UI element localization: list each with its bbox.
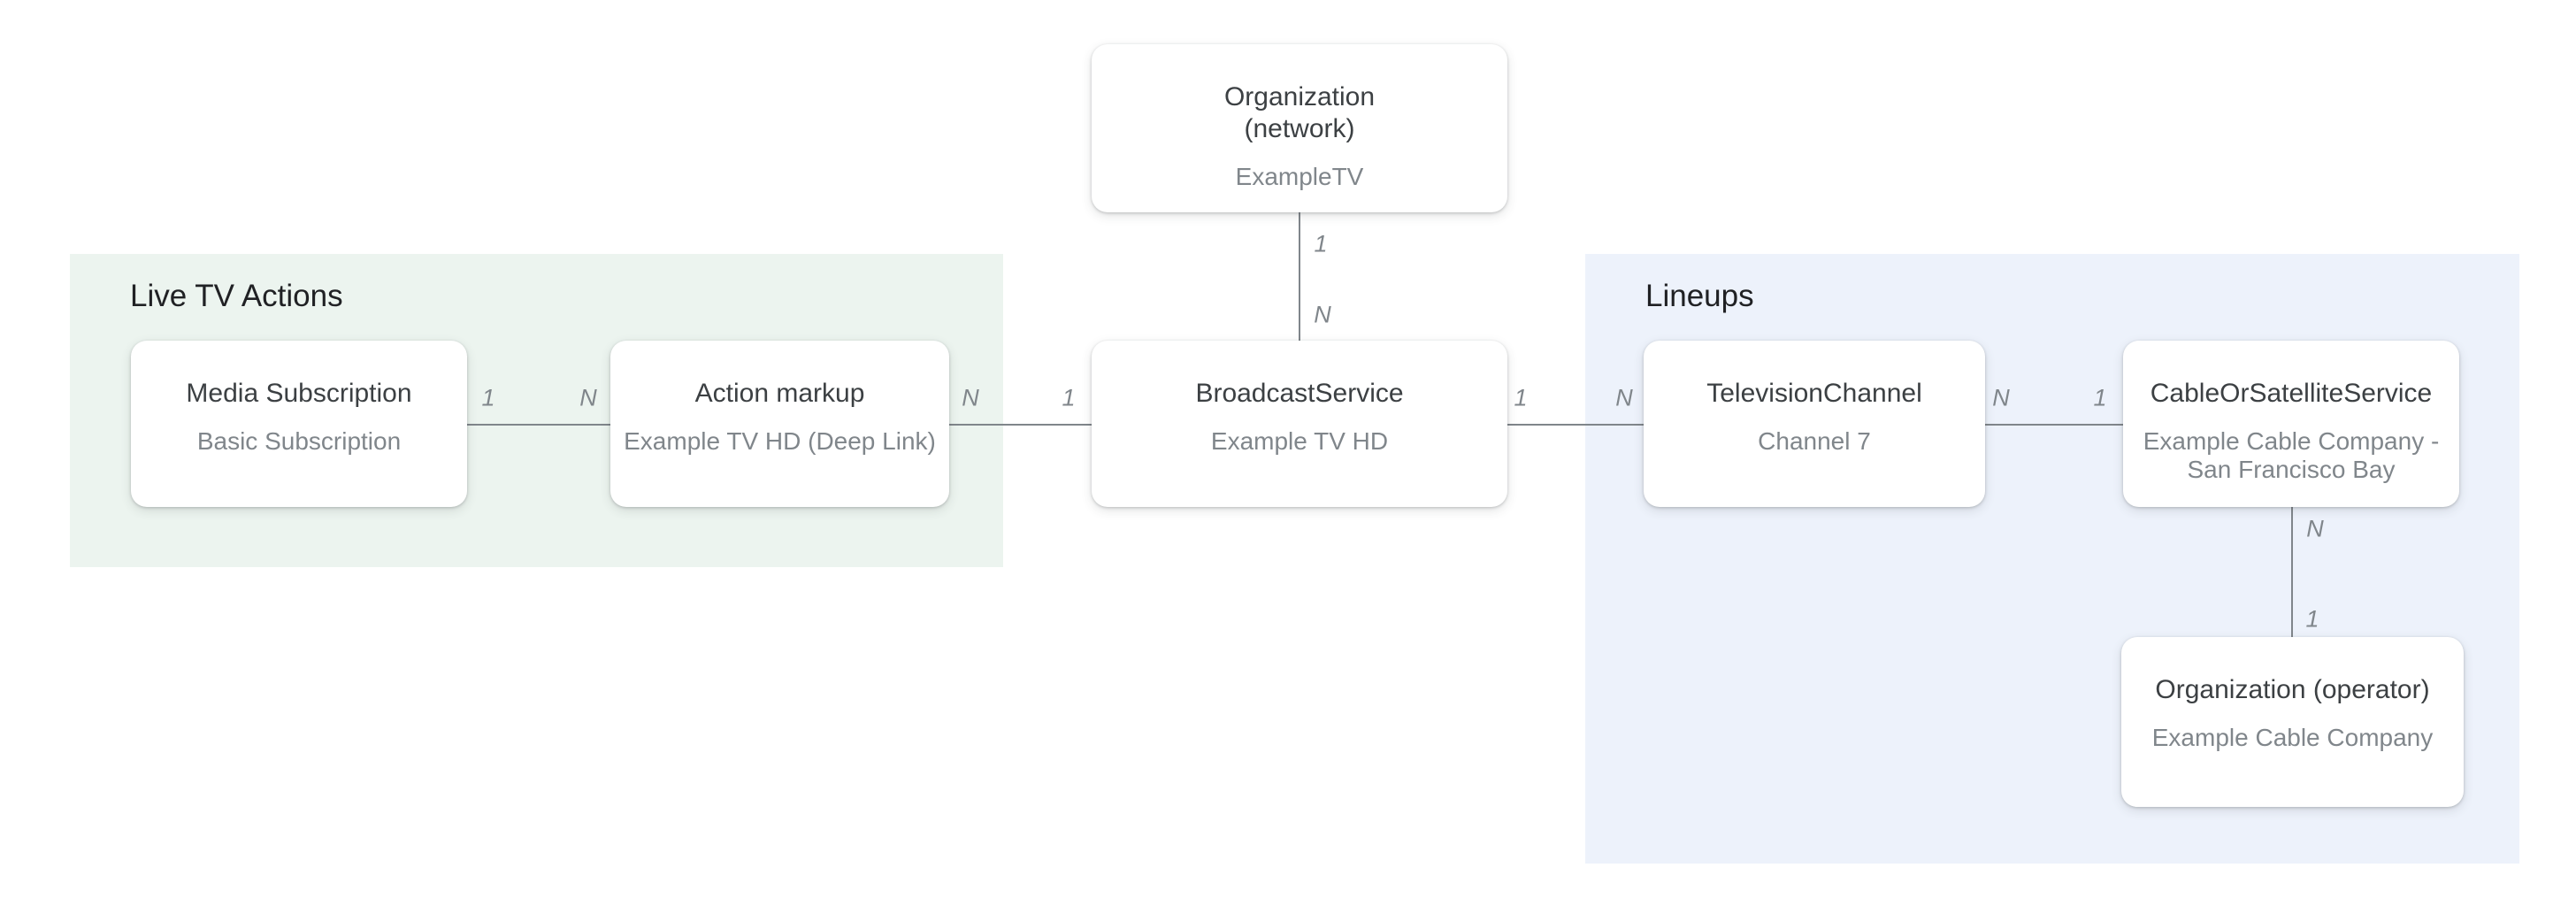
section-title-live-tv-actions: Live TV Actions <box>130 279 343 313</box>
edge-label-network-broadcast-n: N <box>1314 301 1331 328</box>
node-title: Action markup <box>694 379 865 408</box>
node-title: Media Subscription <box>186 379 412 408</box>
node-media-subscription: Media Subscription Basic Subscription <box>131 341 467 507</box>
connector-channel-cable <box>1985 424 2123 426</box>
edge-label-network-broadcast-1: 1 <box>1314 230 1328 257</box>
node-title: Organization (network) <box>1223 82 1376 143</box>
node-organization-network: Organization (network) ExampleTV <box>1092 44 1507 212</box>
node-subtitle: Example Cable Company <box>2151 724 2434 751</box>
node-subtitle: Channel 7 <box>1758 427 1871 455</box>
node-organization-operator: Organization (operator) Example Cable Co… <box>2121 637 2464 807</box>
edge-label-cable-operator-n: N <box>2306 515 2324 542</box>
connector-cable-operator <box>2291 507 2293 637</box>
edge-label-broadcast-channel-1: 1 <box>1514 384 1528 411</box>
edge-label-channel-cable-n: N <box>1992 384 2010 411</box>
edge-label-channel-cable-1: 1 <box>2093 384 2107 411</box>
node-title: CableOrSatelliteService <box>2150 379 2433 408</box>
node-subtitle: Example TV HD (Deep Link) <box>624 427 936 455</box>
edge-label-cable-operator-1: 1 <box>2305 605 2319 633</box>
edge-label-media-action-n: N <box>579 384 597 411</box>
node-subtitle: Basic Subscription <box>196 427 402 455</box>
node-subtitle: Example TV HD <box>1210 427 1389 455</box>
section-title-lineups: Lineups <box>1645 279 1754 313</box>
node-television-channel: TelevisionChannel Channel 7 <box>1644 341 1985 507</box>
edge-label-action-broadcast-n: N <box>962 384 979 411</box>
edge-label-media-action-1: 1 <box>481 384 495 411</box>
connector-media-action <box>467 424 610 426</box>
node-subtitle: ExampleTV <box>1235 163 1364 190</box>
node-subtitle: Example Cable Company - San Francisco Ba… <box>2143 427 2440 483</box>
node-cable-or-satellite-service: CableOrSatelliteService Example Cable Co… <box>2123 341 2459 507</box>
node-title: TelevisionChannel <box>1706 379 1922 408</box>
node-broadcast-service: BroadcastService Example TV HD <box>1092 341 1507 507</box>
node-action-markup: Action markup Example TV HD (Deep Link) <box>610 341 949 507</box>
node-title: BroadcastService <box>1195 379 1404 408</box>
node-title: Organization (operator) <box>2155 675 2430 704</box>
connector-action-broadcast <box>949 424 1092 426</box>
edge-label-action-broadcast-1: 1 <box>1062 384 1076 411</box>
connector-broadcast-channel <box>1507 424 1644 426</box>
edge-label-broadcast-channel-n: N <box>1615 384 1633 411</box>
connector-network-broadcast <box>1299 212 1300 341</box>
